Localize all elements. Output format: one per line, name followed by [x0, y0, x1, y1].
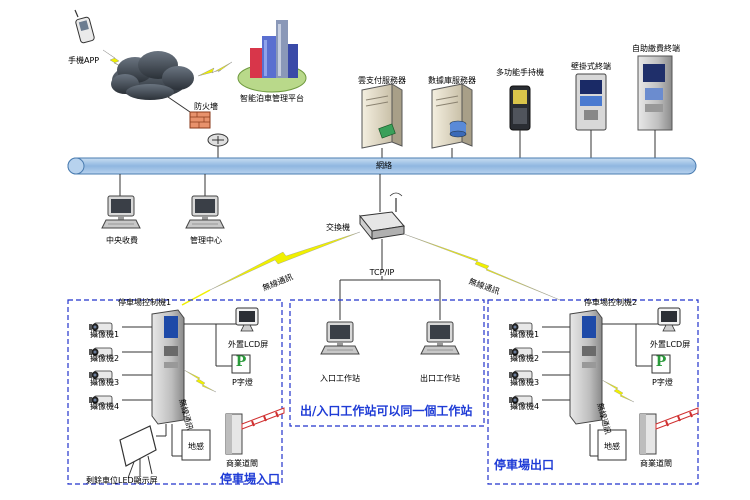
entry-zone-title: 停車場入口 [220, 472, 281, 486]
buildings-icon [237, 20, 307, 93]
database-server-icon [431, 83, 473, 149]
middle-zone-box [289, 299, 485, 427]
lcd-monitor-icon [235, 307, 259, 332]
entry-workstation-icon [320, 321, 360, 355]
exit-station-label: 出口工作站 [420, 374, 460, 383]
exit-p-sign-letter: P [655, 354, 667, 370]
handheld-icon [509, 85, 531, 131]
self-pay-terminal-icon [637, 55, 673, 131]
payment-server-icon [361, 83, 403, 149]
entry-controller-icon [151, 309, 185, 425]
entry-p-sign-label: P字燈 [232, 378, 253, 387]
wireless-link-icon [183, 369, 217, 393]
platform-label: 智能泊車管理平台 [240, 94, 304, 103]
switch-icon [359, 192, 405, 241]
exit-p-sign-label: P字燈 [652, 378, 673, 387]
cashier-pc-icon [101, 195, 141, 229]
payment-server-label: 雲支付服務器 [358, 76, 406, 85]
lcd-monitor-icon [657, 307, 681, 332]
exit-ground-label: 地感 [604, 442, 620, 451]
led-display-label: 剩餘車位LED顯示屏 [86, 476, 158, 485]
entry-camera-1-label: 攝像機1 [90, 330, 120, 339]
phone-icon [74, 9, 95, 44]
exit-lcd-label: 外置LCD屏 [650, 340, 691, 349]
exit-camera-4-label: 攝像機4 [510, 402, 540, 411]
database-server-label: 數據庫服務器 [428, 76, 476, 85]
exit-camera-1-label: 攝像機1 [510, 330, 540, 339]
barrier-gate-icon [225, 407, 285, 455]
router-icon [207, 133, 229, 147]
wireless-link-icon [197, 61, 233, 77]
management-center-label: 管理中心 [190, 236, 222, 245]
ground-sensor-box [181, 429, 211, 461]
handheld-label: 多功能手持機 [496, 68, 544, 77]
p-sign-icon [231, 354, 251, 374]
entry-p-sign-letter: P [235, 354, 247, 370]
exit-barrier-label: 商業道閘 [640, 459, 672, 468]
entry-camera-4-label: 攝像機4 [90, 402, 120, 411]
exit-controller-label: 停車場控制機2 [584, 298, 638, 307]
management-pc-icon [185, 195, 225, 229]
led-display-icon [119, 425, 157, 479]
firewall-label: 防火墻 [194, 102, 218, 111]
exit-camera-3-label: 攝像機3 [510, 378, 540, 387]
exit-workstation-icon [420, 321, 460, 355]
entry-ground-label: 地感 [188, 442, 204, 451]
firewall-icon [189, 111, 211, 129]
network-label: 網絡 [376, 161, 392, 170]
barrier-gate-icon [639, 407, 699, 455]
exit-zone-box [487, 299, 699, 485]
exit-camera-2-label: 攝像機2 [510, 354, 540, 363]
cashier-label: 中央收費 [106, 236, 138, 245]
middle-zone-title: 出/入口工作站可以同一個工作站 [300, 404, 473, 418]
switch-label: 交換機 [326, 223, 350, 232]
ground-sensor-box [597, 429, 627, 461]
self-pay-label: 自助繳費終端 [632, 44, 680, 53]
entry-lcd-label: 外置LCD屏 [228, 340, 269, 349]
entry-barrier-label: 商業道閘 [226, 459, 258, 468]
tcp-ip-label: TCP/IP [369, 268, 395, 277]
network-bus [67, 157, 697, 175]
mobile-app-label: 手機APP [68, 56, 100, 65]
entry-station-label: 入口工作站 [320, 374, 360, 383]
entry-zone-box [67, 299, 283, 485]
p-sign-icon [651, 354, 671, 374]
entry-camera-3-label: 攝像機3 [90, 378, 120, 387]
wireless-link-icon [601, 379, 635, 403]
exit-zone-title: 停車場出口 [494, 458, 555, 472]
cloud-icon [111, 51, 194, 100]
wall-terminal-icon [575, 73, 607, 131]
entry-controller-label: 停車場控制機1 [118, 298, 172, 307]
exit-controller-icon [569, 309, 603, 425]
wall-terminal-label: 壁掛式終端 [571, 62, 611, 71]
entry-camera-2-label: 攝像機2 [90, 354, 120, 363]
